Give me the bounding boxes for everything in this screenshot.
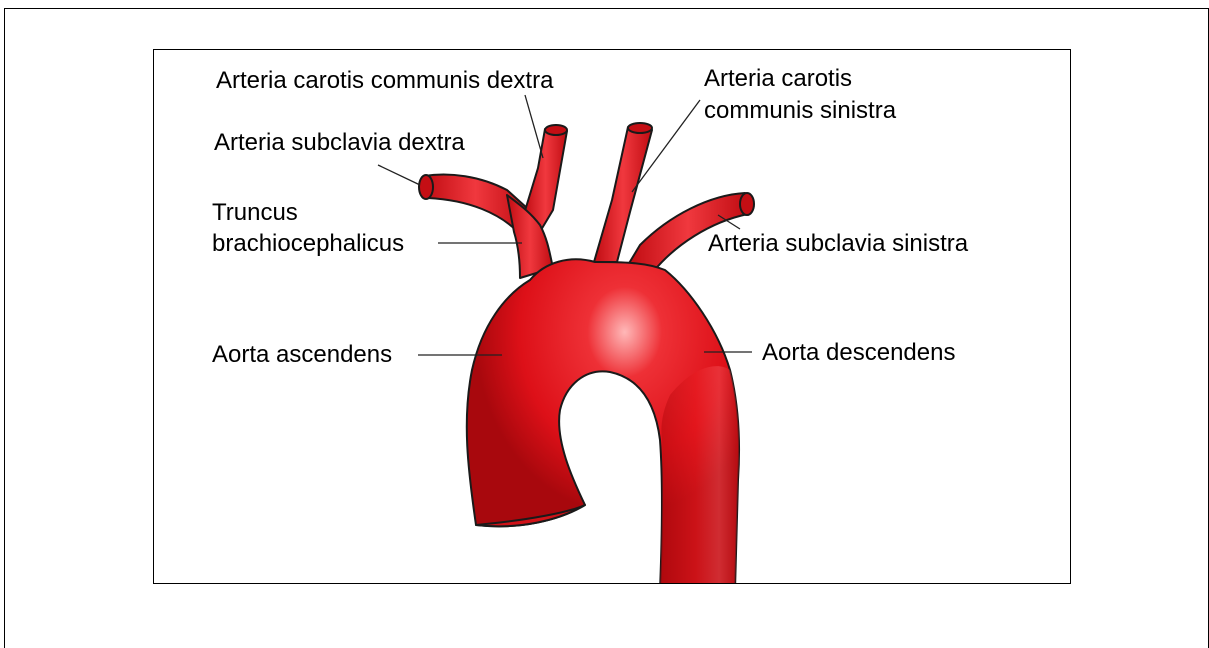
subclavia-sinistra-opening bbox=[740, 193, 754, 215]
label-subclavia-sinistra: Arteria subclavia sinistra bbox=[708, 229, 968, 259]
aortic-arch-illustration bbox=[0, 0, 1209, 633]
label-aorta-ascendens: Aorta ascendens bbox=[212, 340, 392, 370]
carotis-sinistra-opening bbox=[628, 123, 652, 133]
leader-carotis-dextra bbox=[525, 95, 543, 158]
carotis-dextra-opening bbox=[545, 125, 567, 135]
label-carotis-communis-dextra: Arteria carotis communis dextra bbox=[216, 66, 553, 96]
label-truncus-line2: brachiocephalicus bbox=[212, 229, 404, 259]
label-subclavia-dextra: Arteria subclavia dextra bbox=[214, 128, 465, 158]
aorta-descendens-vessel bbox=[660, 366, 739, 590]
label-carotis-communis-sinistra-line1: Arteria carotis bbox=[704, 64, 852, 94]
subclavia-dextra-opening bbox=[419, 175, 433, 199]
label-truncus-line1: Truncus bbox=[212, 198, 298, 228]
label-carotis-communis-sinistra-line2: communis sinistra bbox=[704, 96, 896, 126]
leader-subclavia-dextra bbox=[378, 165, 420, 185]
label-aorta-descendens: Aorta descendens bbox=[762, 338, 955, 368]
